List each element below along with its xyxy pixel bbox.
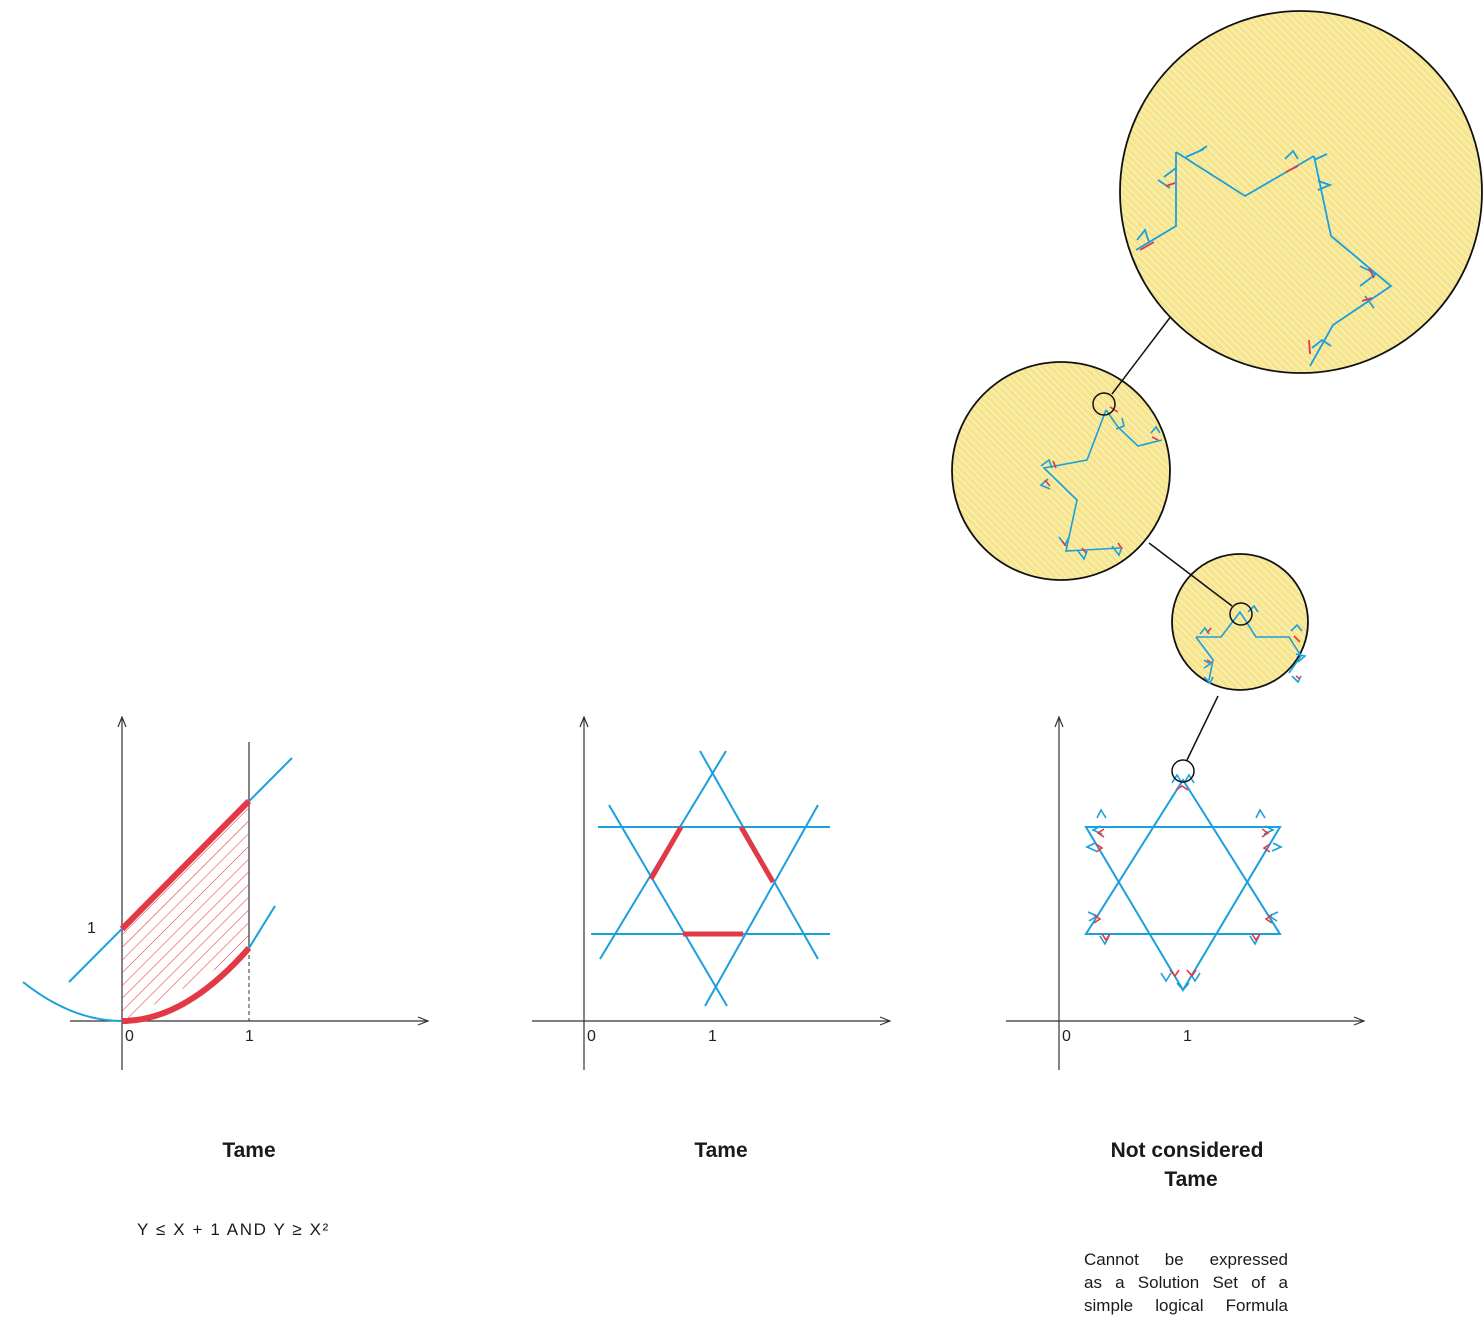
panel-3-description-line-2: as a Solution Set of a xyxy=(1084,1273,1288,1292)
panel-1-tick-x-origin: 0 xyxy=(125,1028,134,1045)
panel-3-caption-line-2: Tame xyxy=(1164,1168,1218,1191)
panel-3-description: Cannot be expressed as a Solution Set of… xyxy=(1084,1248,1288,1317)
panel-3-tick-x-origin: 0 xyxy=(1062,1028,1071,1045)
panel-1-tick-x-one: 1 xyxy=(245,1028,254,1045)
panel-1-lower-boundary xyxy=(121,946,252,1024)
panel-3-tick-x-one: 1 xyxy=(1183,1028,1192,1045)
panel-3-zoom-marker xyxy=(1171,759,1195,783)
panel-1-upper-boundary xyxy=(119,798,252,932)
panel-3-snowflake-star xyxy=(1084,778,1282,992)
panel-2-graph: 0 1 xyxy=(532,717,890,1070)
panel-3-description-line-3: simple logical Formula xyxy=(1084,1296,1288,1315)
panel-2-tick-x-one: 1 xyxy=(708,1028,717,1045)
zoom-connector-3 xyxy=(1111,306,1179,395)
panel-1-caption: Tame xyxy=(222,1139,276,1162)
panel-2-highlighted-segments xyxy=(648,825,776,937)
zoom-level-3 xyxy=(1119,10,1483,374)
zoom-level-2 xyxy=(951,361,1171,581)
panel-3-description-line-1: Cannot be expressed xyxy=(1084,1250,1288,1269)
panel-1-tick-y-one: 1 xyxy=(87,920,96,937)
panel-3-snowflake-spikes xyxy=(1085,773,1283,992)
panel-3-zoom-connector-1 xyxy=(1186,695,1219,761)
zoom-connector-2 xyxy=(1148,542,1233,607)
panel-3-caption: Not considered Tame xyxy=(1077,1136,1297,1194)
panel-2-caption: Tame xyxy=(694,1139,748,1162)
panel-1-hatched-region xyxy=(122,801,249,1021)
panel-2-tick-x-origin: 0 xyxy=(587,1028,596,1045)
panel-1-graph: 0 1 1 xyxy=(22,717,428,1070)
panel-3-graph: 0 1 xyxy=(1006,695,1364,1070)
panel-3-caption-line-1: Not considered xyxy=(1110,1139,1264,1162)
zoom-level-1 xyxy=(1171,553,1309,691)
panel-2-hexagram-lines xyxy=(591,750,830,1007)
panel-1-formula: Y ≤ X + 1 AND Y ≥ X² xyxy=(137,1220,330,1239)
